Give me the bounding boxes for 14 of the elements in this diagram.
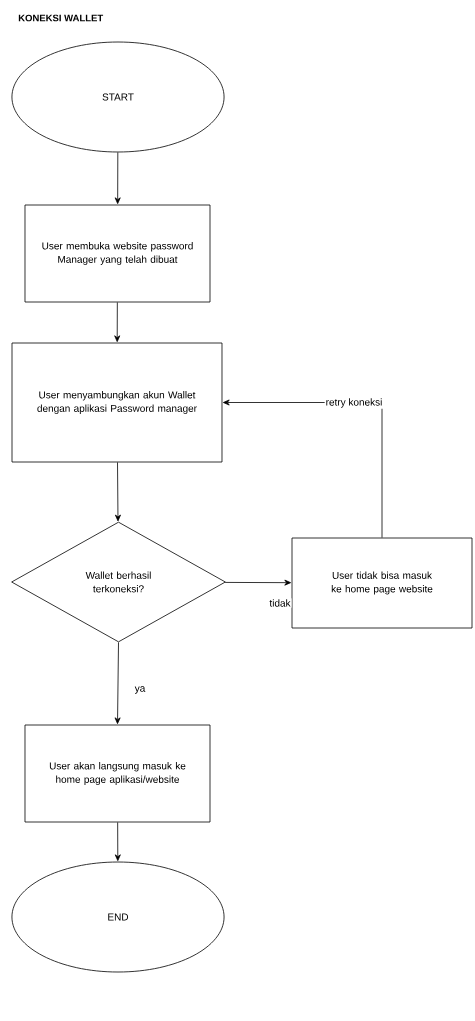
arrow xyxy=(114,152,121,204)
edge-label: retry koneksi xyxy=(324,397,384,409)
arrow xyxy=(114,302,121,342)
edge-label: tidak xyxy=(268,598,292,608)
process-box: User membuka website password Manager yang telah dibuat xyxy=(24,204,211,303)
arrow xyxy=(114,642,121,724)
arrow xyxy=(114,822,121,861)
arrow xyxy=(114,462,121,522)
arrow xyxy=(224,579,291,586)
title: KONEKSI WALLET xyxy=(18,14,104,22)
process-box: User menyambungkan akun Wallet dengan aplikasi Password manager xyxy=(11,342,223,463)
edge-label: ya xyxy=(133,685,147,695)
process-box: User akan langsung masuk ke home page aplikasi/website xyxy=(24,724,211,823)
process-box: User tidak bisa masuk ke home page website xyxy=(291,537,473,629)
